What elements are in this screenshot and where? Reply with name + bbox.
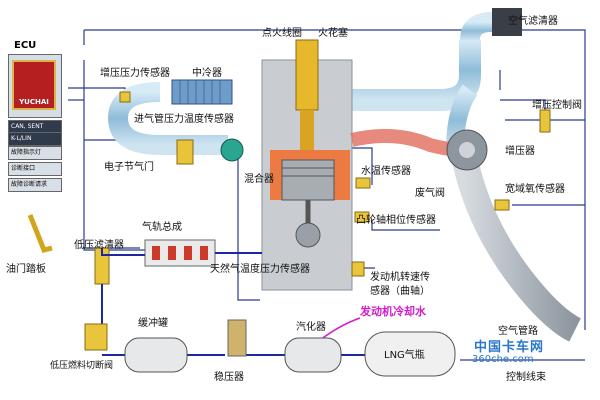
throttle-pedal-body [27,214,53,253]
label-engine-speed-sensor-2: 感器（曲轴） [370,286,430,297]
engine-block [261,39,353,291]
label-fuel-rail: 气轨总成 [142,222,182,233]
ecu-row-kline: K-L/LIN [8,132,62,146]
label-boost-control-valve: 增压控制阀 [532,100,582,111]
label-cam-phase-sensor: 凸轮轴相位传感器 [356,215,436,226]
ecu-logo-text: YUCHAI [19,98,49,106]
label-low-pressure-filter: 低压滤清器 [74,240,124,251]
ecu-row-diag-port: 诊断接口 [8,162,62,176]
coolant-line [319,317,361,341]
mixer-body [220,138,244,162]
exhaust-path [350,129,582,342]
label-air-filter: 空气滤清器 [508,16,558,27]
throttle-body [176,139,194,165]
watermark-url: 360che.com [472,354,534,365]
label-turbo-pressure-sensor: 增压压力传感器 [100,68,170,79]
intercooler-core [171,79,233,105]
label-vaporizer: 汽化器 [296,322,326,333]
label-low-pressure-cutoff-valve: 低压燃料切断阀 [50,361,114,371]
label-regulator: 稳压器 [214,372,244,383]
label-gas-temp-pressure-sensor: 天然气温度压力传感器 [210,264,310,275]
label-ignition-coil: 点火线圈 [262,28,302,39]
label-wastegate: 废气阀 [415,188,445,199]
fuel-rail-assembly [144,239,216,267]
label-water-temp-sensor: 水温传感器 [361,166,411,177]
ecu-logo: YUCHAI [12,60,56,110]
label-intake-manifold-sensor: 进气管压力温度传感器 [134,114,234,125]
label-control-harness: 控制线束 [506,372,546,383]
label-buffer-tank: 缓冲罐 [138,318,168,329]
label-throttle-pedal: 油门踏板 [6,264,46,275]
watermark-title: 中国卡车网 [474,340,545,355]
ecu-row-fault-lamp: 故障指示灯 [8,146,62,160]
label-turbocharger: 增压器 [505,146,535,157]
label-mixer: 混合器 [244,174,274,185]
label-lng-tank: LNG气瓶 [384,350,425,361]
air-filter-body [492,8,522,36]
label-air-pipe: 空气管路 [498,326,538,337]
label-wide-oxygen-sensor: 宽域氧传感器 [505,184,565,195]
label-electronic-throttle: 电子节气门 [104,162,154,173]
label-intercooler: 中冷器 [192,68,222,79]
ecu-title: ECU [14,40,37,51]
label-engine-speed-sensor-1: 发动机转速传 [370,272,430,283]
ecu-row-diag-request: 故障诊断请求 [8,178,62,192]
label-spark-plug: 火花塞 [318,28,348,39]
sensor-markers [119,91,551,277]
bottom-components [84,319,456,377]
fuel-lines [101,248,365,356]
label-coolant: 发动机冷却水 [360,305,426,318]
